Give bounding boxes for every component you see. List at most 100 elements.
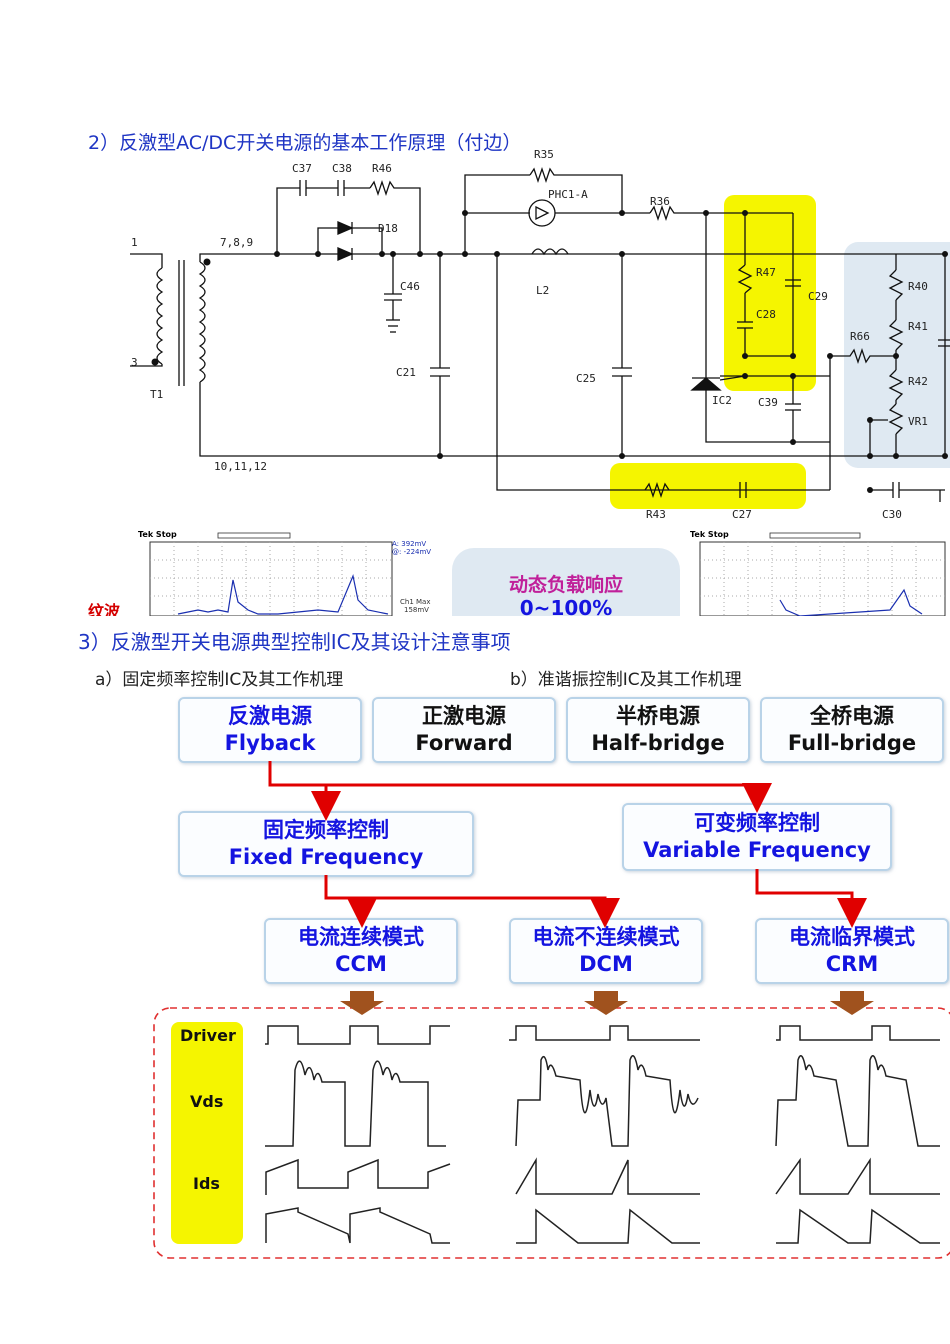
- label-r35: R35: [534, 148, 554, 161]
- schematic-wiring: [130, 166, 950, 502]
- label-t1: T1: [150, 388, 164, 401]
- scope-readout-a: A: 392mV: [392, 540, 427, 548]
- mode-ccm-en: CCM: [335, 952, 387, 976]
- scope-right: Tek Stop: [690, 530, 950, 616]
- topology-half-bridge-en: Half-bridge: [591, 731, 725, 755]
- topology-half-bridge: 半桥电源 Half-bridge: [566, 697, 750, 763]
- connector-fixed-dcm: [324, 875, 620, 928]
- brown-arrow-ccm: [340, 991, 384, 1015]
- dcm-vds-wave: [515, 1055, 699, 1147]
- waveform-dashed-frame: [153, 1007, 950, 1259]
- label-pin3: 3: [131, 356, 138, 369]
- control-variable-frequency: 可变频率控制 Variable Frequency: [622, 803, 892, 871]
- crm-driver-wave: [776, 1025, 940, 1041]
- dynamic-load-title: 动态负载响应: [508, 574, 623, 596]
- scope-readout-b: @: -224mV: [392, 548, 432, 556]
- label-r66: R66: [850, 330, 870, 343]
- topology-full-bridge-en: Full-bridge: [787, 731, 917, 755]
- mode-crm-en: CRM: [825, 952, 879, 976]
- label-r41: R41: [908, 320, 928, 333]
- wave-label-driver: Driver: [180, 1026, 236, 1045]
- label-pins789: 7,8,9: [220, 236, 254, 249]
- control-fixed-frequency: 固定频率控制 Fixed Frequency: [178, 811, 474, 877]
- crm-ids-upper-wave: [775, 1157, 940, 1195]
- connector-flyback-variable: [268, 761, 772, 813]
- section3-sub-b: b）准谐振控制IC及其工作机理: [510, 670, 742, 690]
- control-fixed-cn: 固定频率控制: [263, 818, 389, 842]
- topology-half-bridge-cn: 半桥电源: [616, 704, 700, 728]
- dcm-ids-upper-wave: [515, 1157, 700, 1195]
- topology-forward: 正激电源 Forward: [372, 697, 556, 763]
- control-variable-cn: 可变频率控制: [694, 811, 820, 835]
- label-r46: R46: [372, 162, 392, 175]
- crm-vds-wave: [775, 1055, 940, 1147]
- highlight-r43-c27: [610, 463, 806, 509]
- label-ic2: IC2: [712, 394, 732, 407]
- label-c38: C38: [332, 162, 352, 175]
- mode-dcm: 电流不连续模式 DCM: [509, 918, 703, 984]
- wave-label-vds: Vds: [190, 1092, 224, 1111]
- label-c29: C29: [808, 290, 828, 303]
- mode-dcm-cn: 电流不连续模式: [532, 925, 680, 949]
- topology-flyback-en: Flyback: [224, 731, 316, 755]
- dynamic-load-callout: 动态负载响应 0~100%: [452, 548, 680, 616]
- label-l2: L2: [536, 284, 550, 297]
- mode-ccm-cn: 电流连续模式: [298, 925, 424, 949]
- dcm-driver-wave: [509, 1025, 700, 1041]
- highlight-r47-c29: [724, 195, 816, 391]
- label-r43: R43: [646, 508, 666, 521]
- topology-flyback-cn: 反激电源: [228, 704, 312, 728]
- flyback-schematic: C37 C38 R46 R35 PHC1-A R36 D18 C46 L2 R4…: [0, 140, 950, 530]
- label-c21: C21: [396, 366, 416, 379]
- topology-full-bridge-cn: 全桥电源: [810, 704, 894, 728]
- scope-strip: Tek Stop A: 392mV @: -224mV Ch1 Max 158m…: [0, 528, 950, 616]
- crm-ids-lower-wave: [776, 1208, 940, 1244]
- ccm-vds-wave: [265, 1060, 446, 1147]
- label-c39: C39: [758, 396, 778, 409]
- label-c46: C46: [400, 280, 420, 293]
- ccm-driver-wave: [265, 1025, 450, 1045]
- waveform-label-panel: [171, 1022, 243, 1244]
- dcm-ids-lower-wave: [516, 1208, 700, 1244]
- brown-arrow-dcm: [584, 991, 628, 1015]
- mode-crm-cn: 电流临界模式: [789, 925, 915, 949]
- ripple-label: 纹波: [88, 602, 121, 616]
- mode-dcm-en: DCM: [579, 952, 633, 976]
- label-c25: C25: [576, 372, 596, 385]
- scope-right-brand: Tek Stop: [690, 530, 729, 539]
- label-c37: C37: [292, 162, 312, 175]
- brown-arrow-crm: [830, 991, 874, 1015]
- label-pin1: 1: [131, 236, 138, 249]
- topology-full-bridge: 全桥电源 Full-bridge: [760, 697, 944, 763]
- section3-sub-a: a）固定频率控制IC及其工作机理: [95, 670, 344, 690]
- wave-label-ids: Ids: [193, 1174, 220, 1193]
- section3-title: 3）反激型开关电源典型控制IC及其设计注意事项: [78, 630, 511, 654]
- scope-left: Tek Stop A: 392mV @: -224mV Ch1 Max 158m…: [138, 530, 438, 616]
- label-pins101112: 10,11,12: [214, 460, 267, 473]
- label-r47: R47: [756, 266, 776, 279]
- label-phc1a: PHC1-A: [548, 188, 588, 201]
- connector-variable-crm: [755, 869, 867, 928]
- scope-ch1-max: Ch1 Max: [400, 598, 431, 606]
- label-d18: D18: [378, 222, 398, 235]
- control-fixed-en: Fixed Frequency: [228, 845, 424, 869]
- topology-forward-en: Forward: [415, 731, 513, 755]
- label-vr1: VR1: [908, 415, 928, 428]
- topology-flyback: 反激电源 Flyback: [178, 697, 362, 763]
- scope-left-brand: Tek Stop: [138, 530, 177, 539]
- topology-forward-cn: 正激电源: [422, 704, 506, 728]
- ccm-ids-lower-wave: [265, 1207, 450, 1244]
- dynamic-load-range: 0~100%: [519, 596, 613, 616]
- label-r42: R42: [908, 375, 928, 388]
- label-c30: C30: [882, 508, 902, 521]
- label-r36: R36: [650, 195, 670, 208]
- label-c27: C27: [732, 508, 752, 521]
- label-c28: C28: [756, 308, 776, 321]
- section2-title: 2）反激型AC/DC开关电源的基本工作原理（付边）: [88, 132, 522, 154]
- label-r40: R40: [908, 280, 928, 293]
- control-variable-en: Variable Frequency: [643, 838, 871, 862]
- ccm-ids-upper-wave: [265, 1158, 451, 1195]
- scope-ch1-val: 158mV: [404, 606, 429, 614]
